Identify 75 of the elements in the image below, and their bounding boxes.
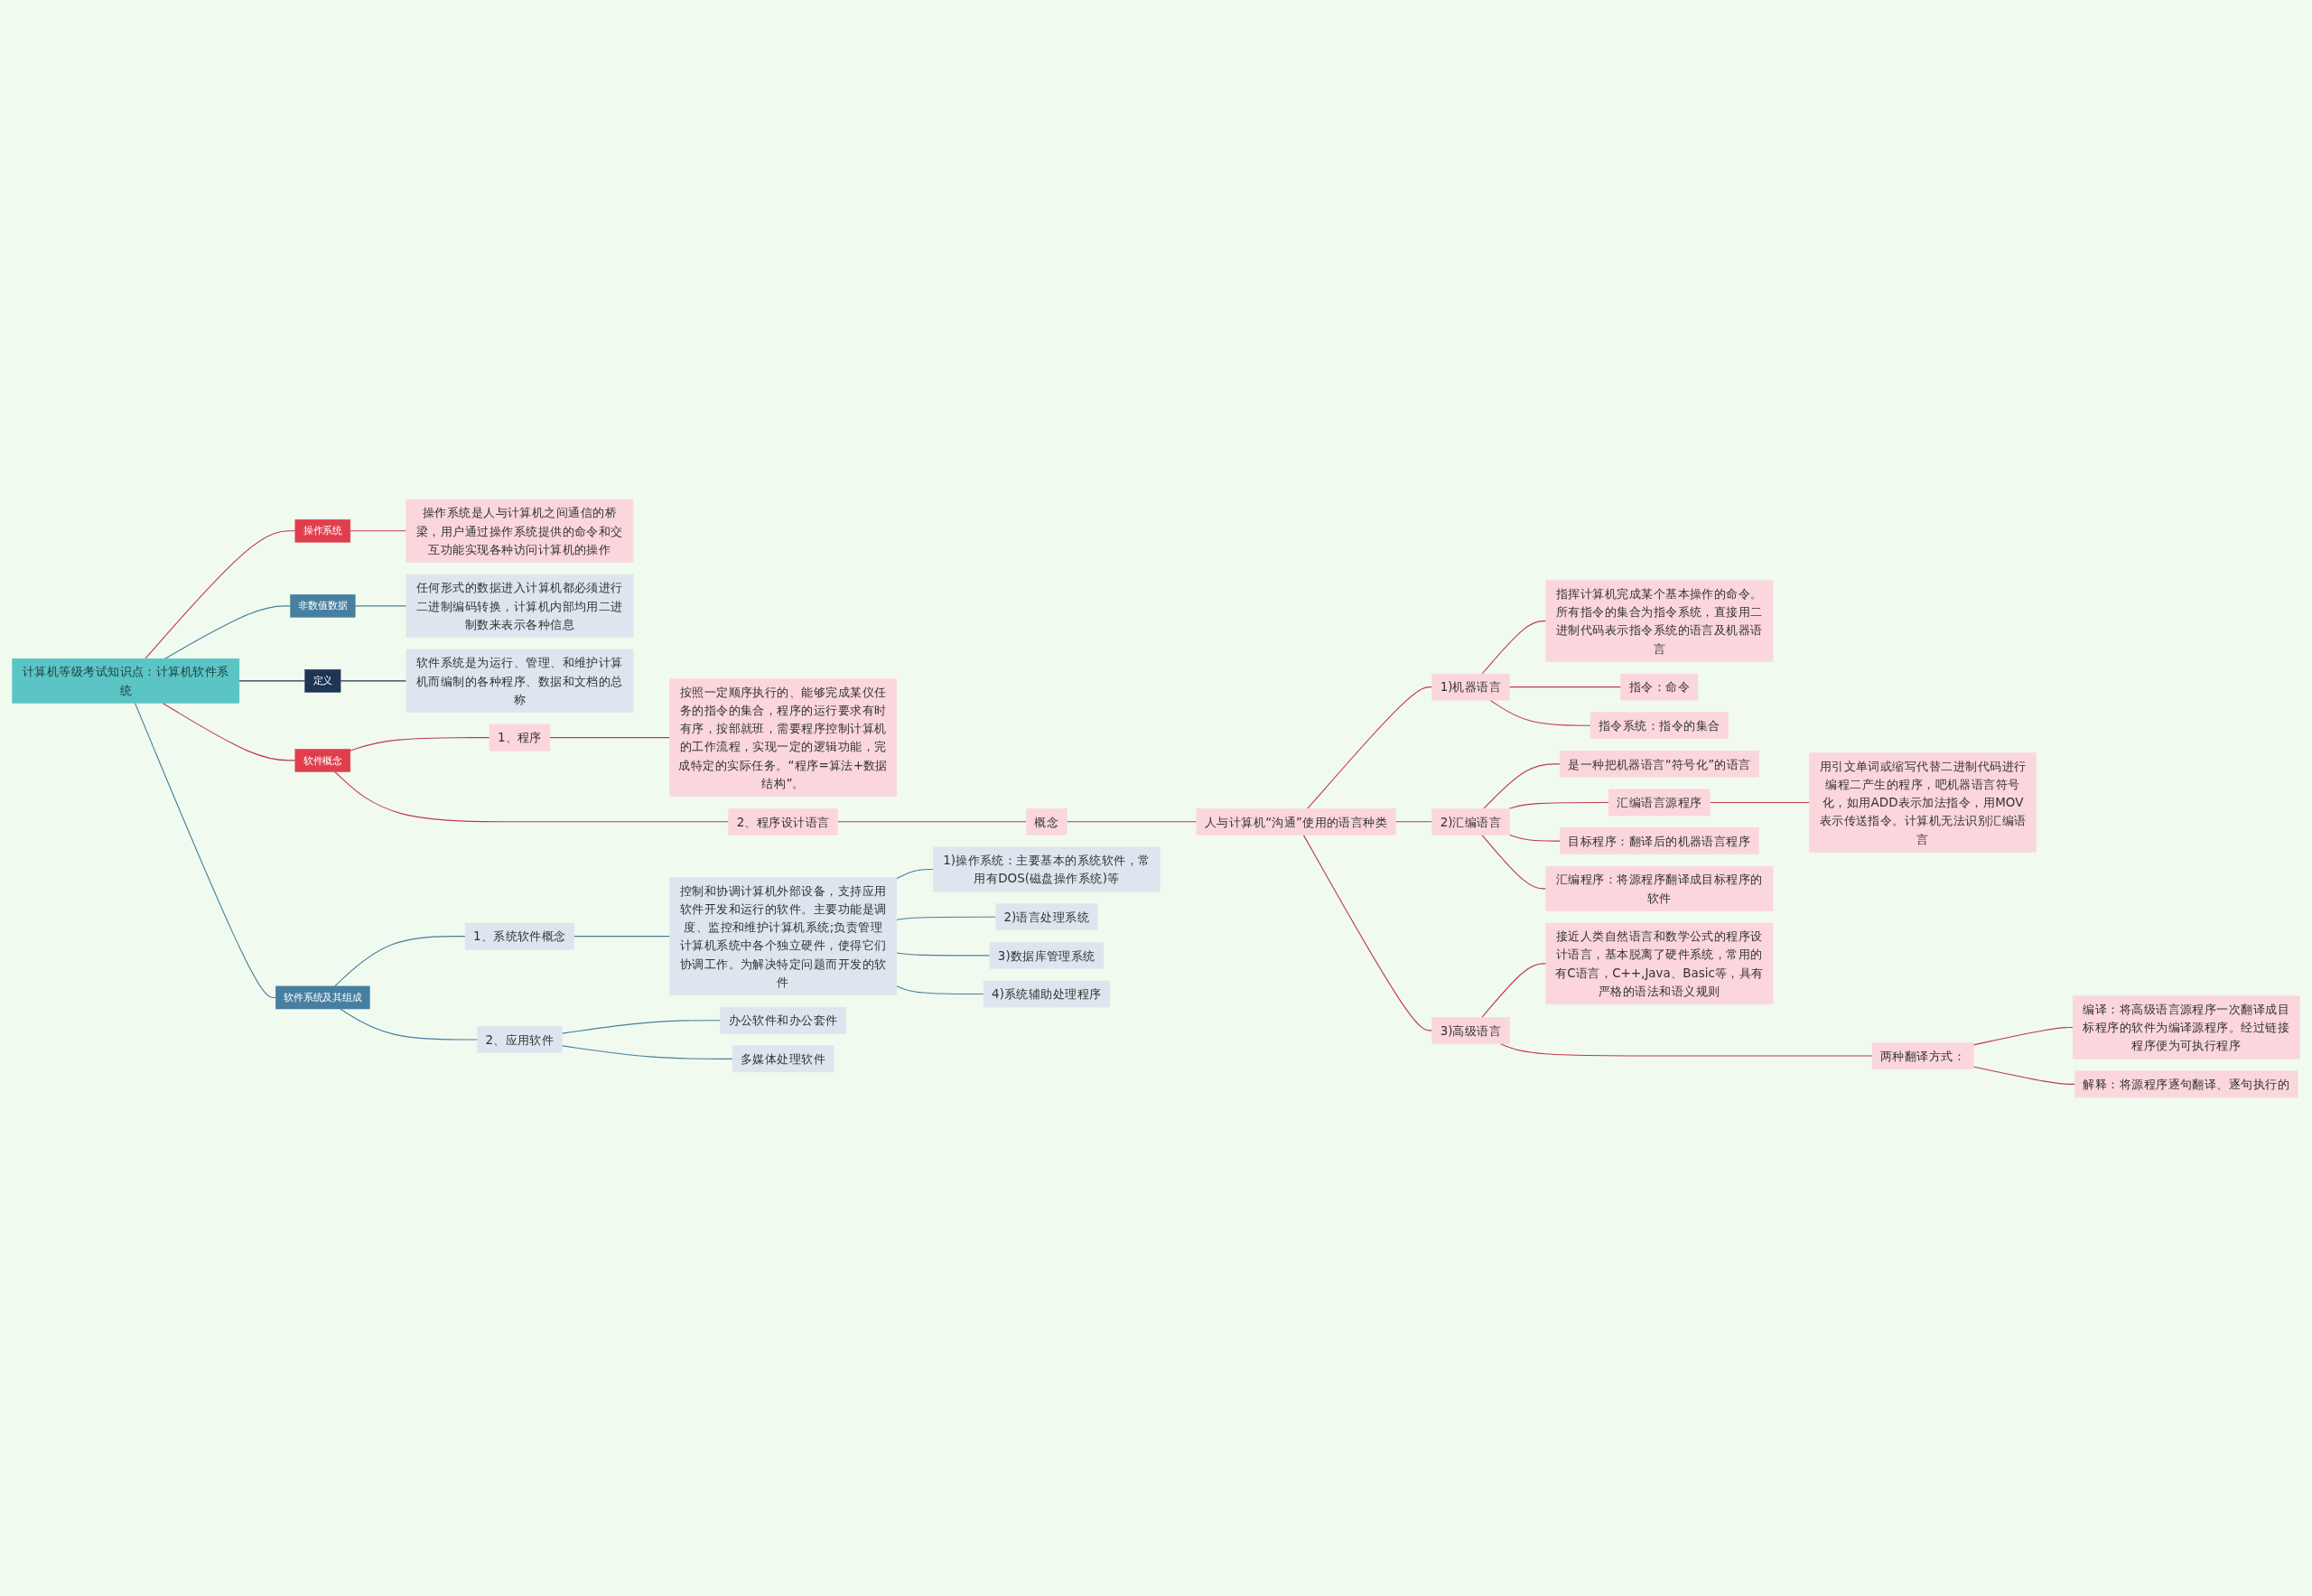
- connector: [1972, 1066, 2075, 1085]
- node-box: 计算机等级考试知识点：计算机软件系统: [12, 658, 240, 704]
- connector: [1481, 962, 1547, 1018]
- node-box: 人与计算机“沟通”使用的语言种类: [1196, 807, 1396, 835]
- node-box: 控制和协调计算机外部设备，支持应用软件开发和运行的软件。主要功能是调度、监控和维护计算机系统;负责管理计算机系统中各个独立硬件，使得它们协调工作。为解决特定问题而开发的软件: [669, 876, 898, 995]
- node-box: 编译：将高级语言源程序一次翻译成目标程序的软件为编译源程序。经过链接程序便为可执行程序: [2072, 995, 2300, 1059]
- connector: [340, 1007, 479, 1041]
- connector: [1972, 1026, 2074, 1045]
- connector: [1481, 620, 1547, 675]
- node-box: 汇编程序：将源程序翻译成目标程序的软件: [1545, 865, 1774, 911]
- connector: [1481, 834, 1547, 889]
- node-box: 非数值数据: [290, 593, 356, 618]
- node-box: 两种翻译方式：: [1871, 1041, 1974, 1069]
- node-box: 概念: [1026, 807, 1067, 835]
- node-box: 是一种把机器语言“符号化”的语言: [1559, 750, 1759, 778]
- connector: [896, 868, 934, 879]
- node-box: 软件概念: [294, 748, 351, 772]
- node-box: 办公软件和办公套件: [720, 1006, 846, 1033]
- node-box: 指令：命令: [1620, 673, 1699, 700]
- connector: [561, 1019, 722, 1034]
- connector: [1499, 1042, 1873, 1057]
- connector: [162, 702, 296, 761]
- node-box: 1)操作系统：主要基本的系统软件，常用有DOS(磁盘操作系统)等: [932, 846, 1161, 891]
- node-box: 2)语言处理系统: [995, 902, 1098, 930]
- node-box: 2、程序设计语言: [728, 807, 838, 835]
- connector: [549, 736, 671, 738]
- node-box: 按照一定顺序执行的、能够完成某仪任务的指令的集合，程序的运行要求有时有序，按部就班，需要程序控制计算机的工作流程，实现一定的逻辑功能，完成特定的实际任务。“程序=算法+数据结构”。: [669, 677, 898, 797]
- node-box: 接近人类自然语言和数学公式的程序设计语言，基本脱离了硬件系统，常用的有C语言，C++,Java、Basic等，具有严格的语法和语义规则: [1545, 922, 1774, 1004]
- node-box: 软件系统及其组成: [275, 985, 370, 1009]
- connector: [1508, 801, 1609, 809]
- connector: [1394, 820, 1433, 822]
- connector: [144, 529, 296, 659]
- node-box: 1、系统软件概念: [464, 922, 575, 949]
- node-box: 定义: [304, 668, 341, 693]
- node-box: 指令系统：指令的集合: [1590, 711, 1729, 739]
- connector: [1508, 686, 1622, 687]
- node-box: 1)机器语言: [1431, 673, 1510, 700]
- connector: [334, 935, 466, 986]
- connector: [134, 702, 276, 998]
- connector: [350, 736, 490, 751]
- node-box: 指挥计算机完成某个基本操作的命令。所有指令的集合为指令系统，直接用二进制代码表示指令系统的语言及机器语言: [1545, 580, 1774, 662]
- node-box: 3)高级语言: [1431, 1016, 1510, 1044]
- connector: [1302, 834, 1433, 1031]
- connector: [1307, 686, 1433, 809]
- connector: [238, 679, 306, 681]
- node-box: 解释：将源程序逐句翻译、逐句执行的: [2074, 1070, 2298, 1097]
- connector: [354, 604, 407, 606]
- node-box: 用引文单词或缩写代替二进制代码进行编程二产生的程序，吧机器语言符号化，如用ADD表示加法指令，用MOV表示传送指令。计算机无法识别汇编语言: [1809, 751, 2037, 853]
- connector: [1483, 762, 1561, 809]
- connector: [334, 770, 730, 822]
- node-box: 4)系统辅助处理程序: [983, 980, 1110, 1007]
- node-box: 操作系统是人与计算机之间通信的桥梁，用户通过操作系统提供的命令和交互功能实现各种访问计算机的操作: [406, 499, 634, 563]
- node-box: 2)汇编语言: [1431, 807, 1510, 835]
- connector: [837, 820, 1027, 822]
- connector: [561, 1044, 733, 1059]
- node-box: 1、程序: [489, 723, 551, 751]
- connector: [1508, 834, 1561, 842]
- connector: [1066, 820, 1198, 822]
- connector: [896, 951, 991, 956]
- connector: [896, 916, 997, 920]
- connector: [164, 604, 291, 659]
- node-box: 目标程序：翻译后的机器语言程序: [1560, 826, 1759, 854]
- connector: [350, 529, 407, 531]
- node-box: 多媒体处理软件: [732, 1045, 834, 1072]
- node-box: 软件系统是为运行、管理、和维护计算机而编制的各种程序、数据和文档的总称: [406, 649, 634, 713]
- node-box: 汇编语言源程序: [1608, 789, 1711, 816]
- connector: [1489, 699, 1591, 726]
- connector: [340, 679, 407, 681]
- node-box: 3)数据库管理系统: [989, 941, 1105, 969]
- connector: [896, 985, 984, 994]
- node-box: 操作系统: [294, 518, 351, 543]
- node-box: 2、应用软件: [477, 1025, 563, 1053]
- connector: [573, 935, 671, 937]
- connector: [1709, 801, 1810, 803]
- node-box: 任何形式的数据进入计算机都必须进行二进制编码转换，计算机内部均用二进制数来表示各种信息: [406, 574, 634, 638]
